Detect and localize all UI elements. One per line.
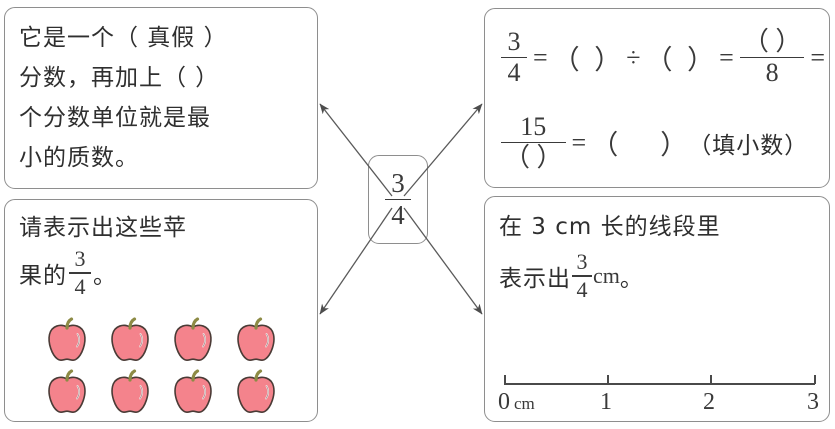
bl-line-1: 请表示出这些苹	[19, 215, 187, 241]
tr-fraction-1-bar	[501, 56, 527, 59]
box-bottom-left-content: 请表示出这些苹 果的 3 4 。	[5, 200, 317, 298]
center-fraction-denominator: 4	[391, 200, 405, 231]
tr-paren-3-close: ）	[660, 130, 688, 160]
center-fraction: 3 4	[385, 167, 411, 231]
apple-icon	[237, 317, 275, 361]
ruler-tick-0	[504, 375, 506, 384]
tr-paren-2-open: （	[645, 45, 673, 75]
br-fraction-bar	[572, 275, 592, 277]
center-fraction-box: 3 4	[368, 155, 428, 244]
tr-fraction-3-bar	[501, 141, 566, 144]
ruler-label-3: 3	[807, 389, 819, 415]
tr-divide-icon: ÷	[626, 42, 641, 72]
tr-equals-1: =	[533, 42, 548, 72]
tr-equals-3: =	[810, 42, 825, 72]
tr-equals-2: =	[719, 42, 734, 72]
tr-paren-3-open: （	[591, 130, 619, 160]
tr-fraction-2: （ ） 8	[739, 26, 805, 88]
tr-line-1: 3 4 = （ ） ÷ （ ） = （ ） 8 =	[499, 15, 829, 100]
tr-fraction-1-numerator: 3	[507, 26, 521, 56]
br-fraction: 3 4	[572, 251, 592, 301]
bl-fraction-denominator: 4	[74, 273, 86, 299]
tr-paren-1-open: （	[552, 45, 580, 75]
br-unit: cm	[593, 262, 620, 288]
box-bottom-right-content: 在 3 cm 长的线段里 表示出 3 4 cm 。	[485, 197, 829, 301]
bl-fraction-bar	[69, 272, 91, 274]
ruler-tick-3	[814, 375, 816, 384]
br-fraction-numerator: 3	[576, 249, 588, 274]
tr-fraction-3-numerator: 15	[520, 111, 547, 141]
br-line-2-prefix: 表示出	[499, 265, 571, 292]
apple-icon	[111, 369, 149, 413]
ruler-tick-2	[710, 375, 712, 384]
apple-icon	[174, 317, 212, 361]
tr-note: （填小数）	[688, 132, 809, 159]
tr-paren-1-close: ）	[594, 45, 622, 75]
center-fraction-numerator: 3	[391, 167, 405, 198]
ruler-label-2: 2	[703, 389, 715, 415]
apple-icon	[237, 369, 275, 413]
tl-line-4: 小的质数。	[19, 145, 139, 171]
tl-line-3: 个分数单位就是最	[19, 105, 211, 131]
center-fraction-bar	[385, 198, 411, 201]
tr-fraction-2-bar	[739, 56, 805, 59]
box-top-right-content: 3 4 = （ ） ÷ （ ） = （ ） 8 = 15 （ ）	[485, 9, 829, 185]
ruler-axis	[504, 383, 815, 385]
bl-fraction-numerator: 3	[74, 246, 86, 271]
apple-icon	[48, 317, 86, 361]
ruler-label-0-value: 0	[498, 389, 510, 415]
tr-line-2: 15 （ ） = （ ） （填小数）	[499, 100, 829, 185]
ruler-unit-label: cm	[514, 394, 535, 413]
tr-fraction-3: 15 （ ）	[501, 111, 566, 173]
apple-icon	[111, 317, 149, 361]
box-bottom-left: 请表示出这些苹 果的 3 4 。	[4, 199, 318, 422]
tr-fraction-1: 3 4	[501, 26, 527, 88]
tr-fraction-3-denominator[interactable]: （ ）	[504, 143, 563, 173]
apple-grid	[43, 316, 295, 420]
box-top-left: 它是一个（ 真假 ） 分数，再加上（ ） 个分数单位就是最 小的质数。	[4, 7, 318, 189]
bl-fraction: 3 4	[69, 248, 91, 298]
tr-fraction-2-denominator: 8	[765, 58, 779, 88]
br-fraction-denominator: 4	[576, 276, 588, 302]
ruler-label-1: 1	[600, 389, 612, 415]
tr-fraction-2-numerator[interactable]: （ ）	[742, 26, 802, 56]
apple-icon	[48, 369, 86, 413]
bl-line-2: 果的 3 4 。	[19, 248, 317, 298]
tr-equals-4: =	[571, 127, 587, 157]
br-line-2-suffix: 。	[619, 265, 644, 292]
tr-fraction-1-denominator: 4	[507, 58, 521, 88]
br-line-1: 在 3 cm 长的线段里	[499, 214, 721, 240]
br-line-2: 表示出 3 4 cm 。	[499, 251, 829, 301]
apple-icon	[174, 369, 212, 413]
tl-line-2: 分数，再加上（ ）	[19, 65, 220, 91]
tr-paren-2-close: ）	[687, 45, 715, 75]
tl-line-1: 它是一个（ 真假 ）	[19, 25, 228, 51]
box-top-left-content: 它是一个（ 真假 ） 分数，再加上（ ） 个分数单位就是最 小的质数。	[5, 8, 317, 178]
box-top-right: 3 4 = （ ） ÷ （ ） = （ ） 8 = 15 （ ）	[484, 8, 830, 188]
bl-line-2-prefix: 果的	[19, 262, 67, 289]
ruler-tick-1	[607, 375, 609, 384]
bl-line-2-suffix: 。	[93, 262, 117, 289]
